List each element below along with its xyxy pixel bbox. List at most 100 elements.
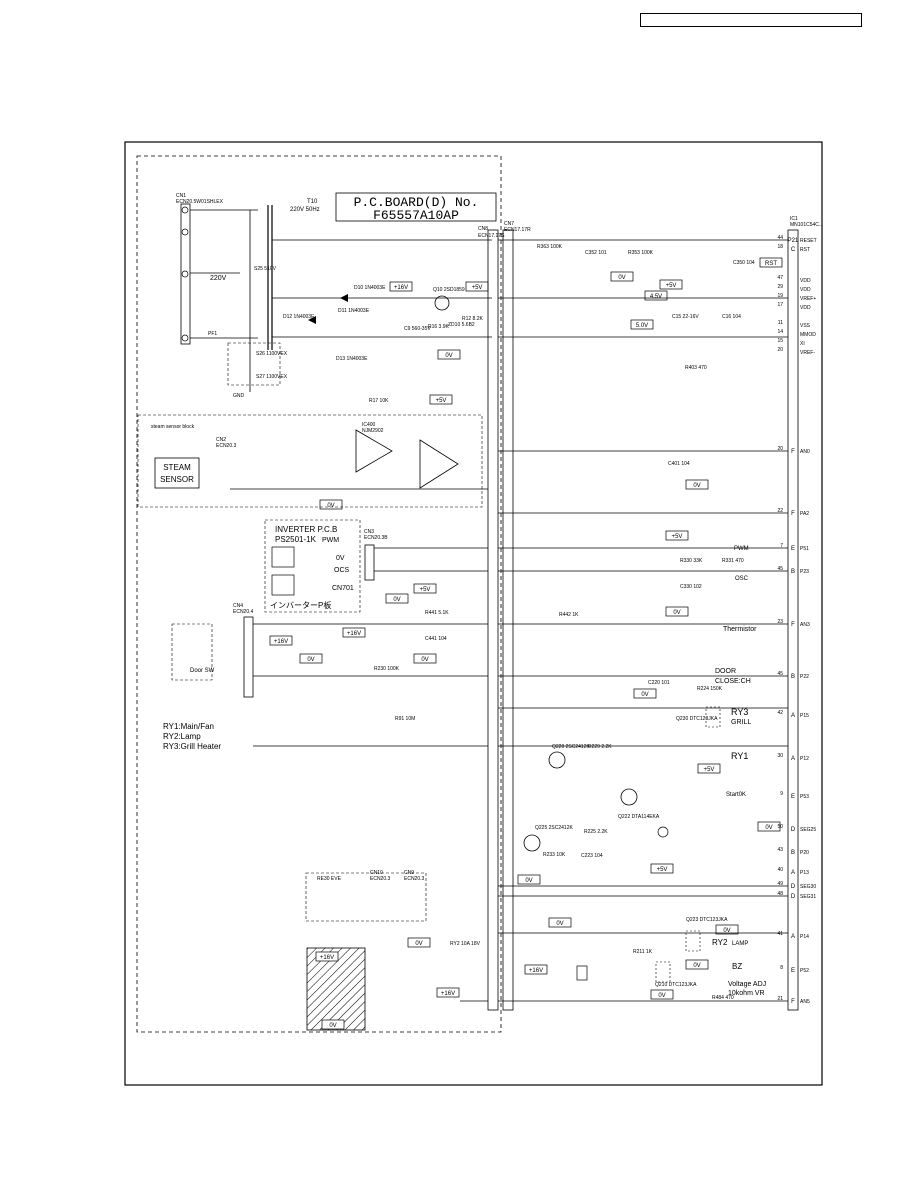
transistor-q223-box: [685, 930, 701, 952]
optocoupler-1: [271, 546, 295, 568]
ic1-ref: IC1: [790, 216, 798, 222]
ic1-pin-port: E: [791, 968, 795, 974]
v16-label-6: +16V: [441, 991, 455, 997]
v5-0-label: 5.0V: [636, 323, 648, 329]
diode-d10-label: D10 1N4003E: [354, 285, 386, 291]
ic1-pin-number: 17: [777, 302, 783, 308]
transistor-q210: Q210 DTC123JKA: [655, 982, 697, 988]
ground-0v-6: 0V: [421, 657, 428, 663]
cn3-label: CN3: [364, 529, 374, 535]
cn10-block: [305, 872, 427, 922]
gnd-label: GND: [233, 393, 245, 399]
cn3-part: ECN20.3B: [364, 535, 388, 541]
cap-c15: C15 22-16V: [672, 314, 699, 320]
diode-d11-label: D11 1N4003E: [338, 308, 370, 314]
opamp-ic400: [355, 429, 393, 473]
v16-box-4: [524, 964, 548, 975]
cn3-connector: [364, 544, 375, 581]
cap-c16: C16 104: [722, 314, 741, 320]
ic1-pin-name: P51: [800, 546, 809, 552]
cn4-part: ECN20.4: [233, 609, 254, 615]
ic1-pin-number: 9: [780, 791, 783, 797]
cap-c330: C330 102: [680, 584, 702, 590]
ic1-pin-port: C: [791, 247, 796, 253]
signal-thermistor: Thermistor: [723, 626, 757, 633]
relay-legend-1: RY1:Main/Fan: [163, 722, 214, 731]
ground-0v-1: 0V: [445, 353, 452, 359]
ic1-pin-number: 23: [777, 619, 783, 625]
ic1-pin-port: F: [791, 999, 795, 1005]
res-r233: R233 10K: [543, 852, 566, 858]
ic1-pin-port: A: [791, 934, 795, 940]
ic1-pin-number: 45: [777, 671, 783, 677]
opamp-part: NJM2902: [362, 428, 384, 434]
signal-ry1: RY1: [731, 751, 748, 761]
ground-0v-2: 0V: [618, 275, 625, 281]
ic1-pin-name: P13: [800, 870, 809, 876]
outer-frame: [124, 141, 823, 1086]
res-r17: R17 10K: [369, 398, 389, 404]
opamp-ic400b: [419, 439, 459, 489]
ic1-pin-number: 47: [777, 275, 783, 281]
diode-d12-label: D12 1N4003E: [283, 314, 315, 320]
ic1-pin-name: SEG31: [800, 894, 816, 900]
transistor-q230-box: [705, 706, 721, 728]
res-r363: R363 100K: [537, 244, 563, 250]
ac-fuse: PF1: [208, 331, 217, 337]
cn9-part: ECN20.3: [404, 876, 425, 882]
cap-c401: C401 104: [668, 461, 690, 467]
ic1-pin-name: RESET: [800, 238, 817, 244]
ic1-pin-name: VDD: [800, 278, 811, 284]
ground-0v-box-1: [437, 349, 461, 360]
ic1-pin-port: F: [791, 511, 795, 517]
steam-sensor-line1: STEAM: [163, 463, 191, 472]
ic1-pin-name: P52: [800, 968, 809, 974]
ic1-pin-name: PA2: [800, 511, 809, 517]
ic1-pin-port: F: [791, 622, 795, 628]
ground-0v-box-16: [650, 989, 674, 1000]
v5-box-2: [659, 279, 683, 290]
board-title: P.C.BOARD(D) No.: [354, 195, 479, 210]
ground-0v-17: 0V: [329, 1023, 336, 1029]
ic1-pin-port: D: [791, 884, 796, 890]
ic1-pin-name: P14: [800, 934, 809, 940]
ic1-pin-name: SEG25: [800, 827, 816, 833]
ic1-pin-port: P21: [788, 238, 799, 244]
ground-0v-box-13: [548, 917, 572, 928]
ground-0v-3: 0V: [327, 503, 334, 509]
transistor-q10: [434, 295, 450, 311]
cap-c220: C220 101: [648, 680, 670, 686]
relay-legend-3: RY3:Grill Heater: [163, 742, 221, 751]
ic1-pin-number: 18: [777, 244, 783, 250]
relay-legend-2: RY2:Lamp: [163, 732, 201, 741]
signal-close-ch: CLOSE:CH: [715, 678, 751, 685]
ic1-pin-name: VSS: [800, 323, 811, 329]
re30-label: RE30 EVE: [317, 876, 342, 882]
rst-label: RST: [765, 261, 777, 267]
cn1-pin-2: [181, 228, 189, 236]
ic1-pin-name: AN5: [800, 999, 810, 1005]
board-number: F65557A10AP: [373, 208, 459, 223]
transistor-q210-box: [655, 961, 671, 983]
ic1-pin-number: 43: [777, 847, 783, 853]
res-r224: R224 150K: [697, 686, 723, 692]
transistor-q220: [548, 751, 566, 769]
ic1-pin-number: 48: [777, 891, 783, 897]
pcb-boundary: [136, 155, 502, 1033]
res-r211: R211 1K: [633, 949, 653, 955]
steam-sensor-box: [154, 457, 200, 489]
zener-zd10: ZD10 5.6B2: [448, 322, 475, 328]
res-r225: R225 2.2K: [584, 829, 608, 835]
ic1-pin-number: 41: [777, 931, 783, 937]
cn10-label: CN10: [370, 870, 383, 876]
v16-label-2: +16V: [274, 639, 288, 645]
v5-label-7: +5V: [657, 867, 668, 873]
ic1-pin-number: 45: [777, 566, 783, 572]
signal-ry3: RY3: [731, 707, 748, 717]
cap-c350: C350 104: [733, 260, 755, 266]
optocoupler-2: [271, 574, 295, 596]
ic1-pin-number: 40: [777, 867, 783, 873]
v16-label: +16V: [394, 285, 408, 291]
voltage-adj-vr-block: [306, 947, 366, 1031]
diode-d12: [308, 316, 316, 324]
